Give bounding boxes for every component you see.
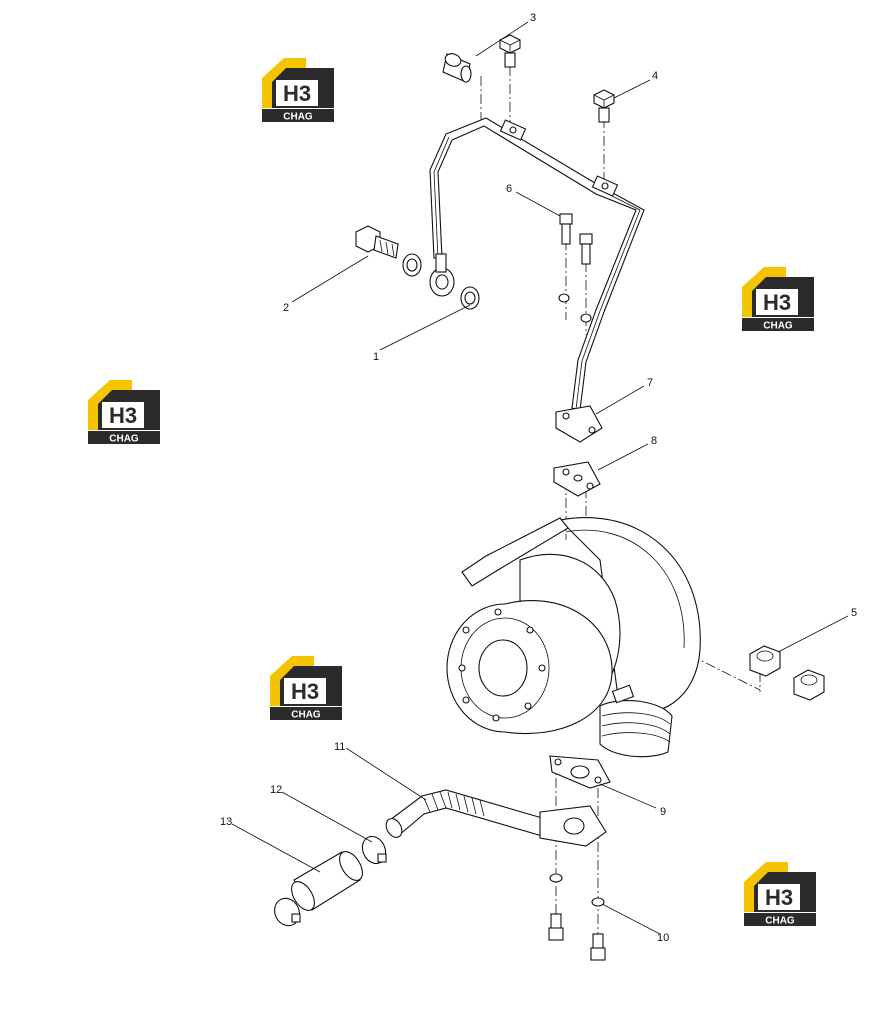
watermark-logo: H3 CHAG (262, 58, 334, 123)
watermark-logo: H3 CHAG (742, 267, 814, 332)
watermark-logo: H3 CHAG (744, 862, 816, 927)
watermark-letters: H3 (765, 885, 793, 910)
pipe-flange-part-7 (555, 405, 603, 443)
sealing-washer-part-1 (402, 253, 480, 310)
gasket-part-9 (549, 755, 611, 789)
watermark-logo: H3 CHAG (270, 656, 342, 721)
callout-10: 10 (657, 932, 669, 944)
sleeve-part-3 (442, 53, 472, 83)
callout-5: 5 (851, 607, 857, 619)
watermark-letters: H3 (283, 81, 311, 106)
callout-12: 12 (270, 784, 282, 796)
bolt-part-6 (558, 213, 593, 323)
watermark-word: CHAG (763, 321, 793, 332)
callout-3: 3 (530, 12, 536, 24)
callout-13: 13 (220, 816, 232, 828)
callout-9: 9 (660, 806, 666, 818)
bolt-part-4 (593, 89, 615, 123)
assembly-centerlines (480, 66, 761, 935)
watermark-word: CHAG (283, 112, 313, 123)
oil-feed-pipe (429, 117, 645, 411)
callout-8: 8 (651, 435, 657, 447)
bolt-part-3 (499, 34, 521, 68)
hose-clamp-part-12 (361, 835, 387, 865)
watermark-word: CHAG (765, 916, 795, 927)
callout-6: 6 (506, 183, 512, 195)
callout-11: 11 (334, 741, 345, 753)
gasket-part-8 (553, 461, 601, 497)
banjo-bolt-part-2 (355, 225, 399, 259)
leader-lines (231, 21, 849, 935)
callout-2: 2 (283, 302, 289, 314)
callout-4: 4 (652, 70, 658, 82)
oil-return-pipe-part-11 (385, 789, 607, 847)
washer-bolt-part-10 (548, 873, 606, 961)
callout-7: 7 (647, 377, 653, 389)
watermark-letters: H3 (109, 403, 137, 428)
watermark-letters: H3 (291, 679, 319, 704)
watermark-letters: H3 (763, 290, 791, 315)
watermark-logo: H3 CHAG (88, 380, 160, 445)
turbocharger-body (446, 517, 701, 758)
nut-part-5 (749, 645, 825, 701)
callout-numbers: 1 2 3 4 5 6 7 8 9 10 11 12 13 (220, 12, 857, 944)
watermark-word: CHAG (291, 710, 321, 721)
watermark-word: CHAG (109, 434, 139, 445)
callout-1: 1 (373, 351, 379, 363)
hose-part-13 (274, 851, 363, 927)
